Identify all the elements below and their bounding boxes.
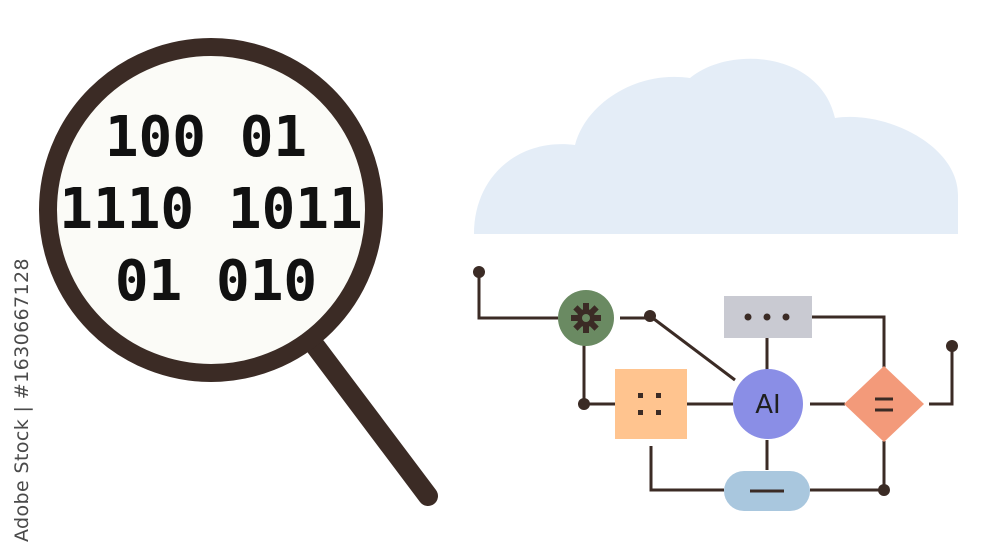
connector-dot — [473, 266, 485, 278]
left-box-node — [615, 369, 687, 439]
gear-node — [558, 290, 614, 346]
connector-dots — [473, 266, 958, 496]
binary-line-2: 1110 1011 — [59, 177, 362, 242]
grid-dots-icon — [638, 393, 661, 415]
bottom-pill-node — [724, 471, 810, 511]
diamond-node — [844, 366, 924, 442]
ai-node: AI — [733, 369, 803, 439]
connector-dot — [946, 340, 958, 352]
magnifier-handle — [306, 337, 438, 506]
connector-dot — [878, 484, 890, 496]
stock-watermark: Adobe Stock | #1630667128 — [2, 258, 42, 542]
binary-line-1: 100 01 — [105, 105, 307, 170]
gear-icon — [571, 303, 601, 333]
binary-line-3: 01 010 — [115, 249, 317, 314]
equals-icon — [875, 397, 893, 412]
top-box-node — [724, 296, 812, 338]
ellipsis-icon — [744, 313, 790, 321]
cloud — [474, 58, 958, 234]
stock-watermark-text: Adobe Stock | #1630667128 — [11, 257, 33, 543]
magnifying-glass: 100 01 1110 1011 01 010 — [39, 38, 438, 506]
connector-dot — [644, 310, 656, 322]
ai-label: AI — [755, 390, 780, 420]
connector-dot — [578, 398, 590, 410]
connector-lines — [477, 272, 954, 492]
magnifier-lens — [39, 38, 383, 382]
